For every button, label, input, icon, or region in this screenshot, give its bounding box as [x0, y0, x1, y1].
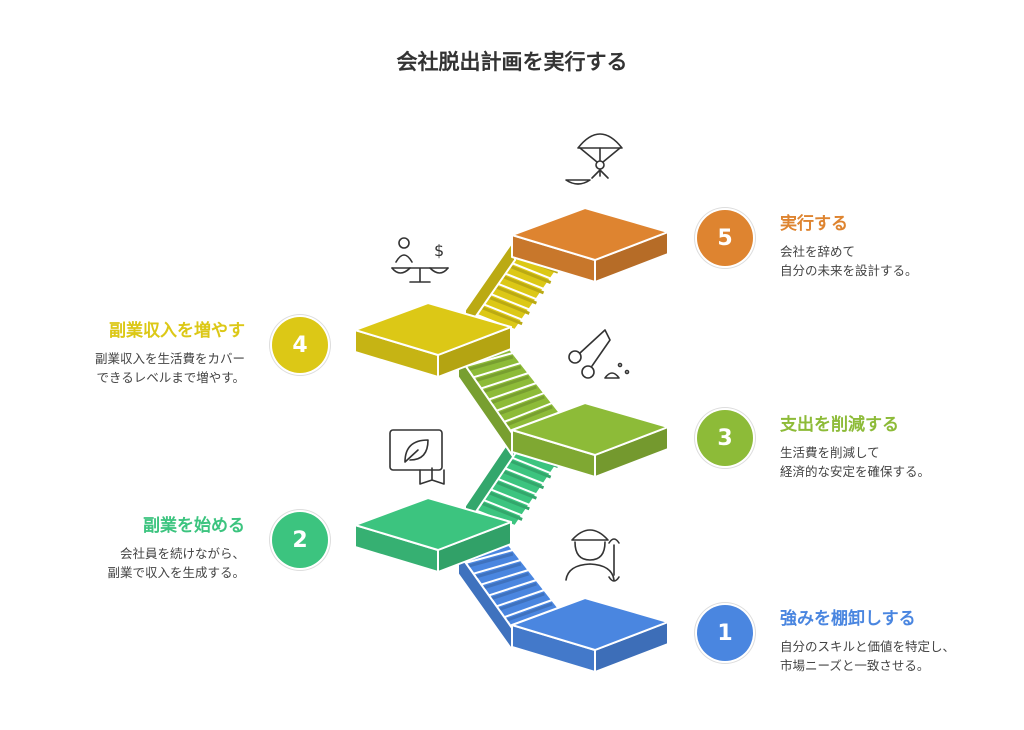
- step-5-description: 会社を辞めて自分の未来を設計する。: [780, 244, 918, 278]
- step-2-description: 会社員を続けながら、副業で収入を生成する。: [107, 546, 245, 580]
- step-2-title: 副業を始める: [143, 516, 245, 536]
- platform-4: [354, 302, 512, 378]
- platform-3: [511, 402, 669, 478]
- platform-2: [354, 497, 512, 573]
- step-4-description: 副業収入を生活費をカバーできるレベルまで増やす。: [94, 351, 245, 385]
- step-3-description: 生活費を削減して経済的な安定を確保する。: [780, 445, 931, 479]
- step-1-description: 自分のスキルと価値を特定し、市場ニーズと一致させる。: [780, 639, 956, 673]
- screen-leaf-book-icon: [389, 429, 445, 485]
- svg-text:$: $: [434, 241, 444, 260]
- stairs-1-2: [456, 538, 562, 654]
- step-1-number: 1: [697, 605, 753, 661]
- platform-1: [511, 597, 669, 673]
- step-3-number: 3: [697, 410, 753, 466]
- step-5-title: 実行する: [780, 214, 848, 234]
- platform-5: [511, 207, 669, 283]
- step-2-number: 2: [272, 512, 328, 568]
- worker-wrench-icon: [565, 529, 620, 582]
- step-4-number: 4: [272, 317, 328, 373]
- page-title: 会社脱出計画を実行する: [396, 50, 628, 74]
- stairs-3-4: [456, 341, 562, 459]
- step-4-title: 副業収入を増やす: [109, 321, 245, 341]
- step-3-title: 支出を削減する: [780, 415, 899, 435]
- step-5-number: 5: [697, 210, 753, 266]
- step-1-title: 強みを棚卸しする: [780, 609, 916, 629]
- parachute-icon: [565, 133, 623, 185]
- scale-person-dollar-icon: $: [391, 237, 449, 283]
- scissors-coins-icon: [568, 329, 630, 379]
